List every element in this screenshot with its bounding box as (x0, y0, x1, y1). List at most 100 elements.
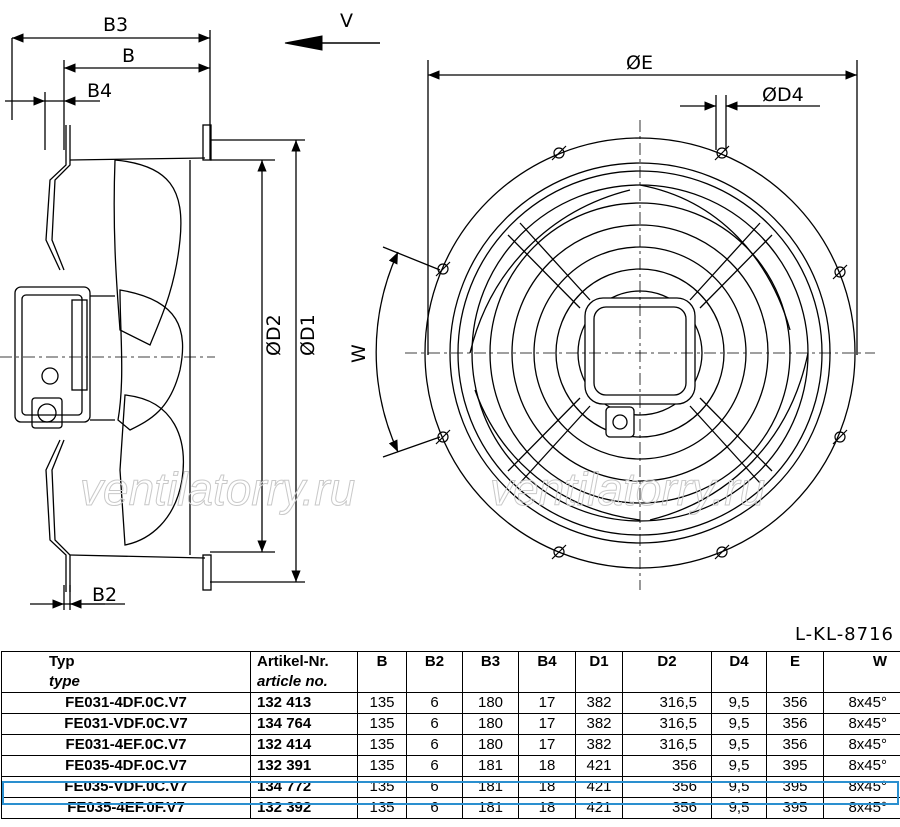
cell-b2: 6 (406, 692, 463, 714)
table-subheader-row: type article no. (1, 672, 900, 693)
col-header-d2: D2 (622, 651, 712, 672)
cell-b3: 180 (462, 734, 519, 756)
col-header-w: W (823, 651, 900, 672)
cell-w: 8x45° (823, 713, 900, 735)
cell-article-no: 132 391 (250, 755, 358, 777)
col-header-b4: B4 (518, 651, 576, 672)
cell-d2: 356 (622, 755, 712, 777)
cell-d1: 382 (575, 692, 623, 714)
cell-e: 356 (766, 692, 824, 714)
cell-type: FE035-4EF.0F.V7 (1, 797, 251, 819)
cell-d4: 9,5 (711, 734, 767, 756)
cell-b: 135 (357, 776, 407, 798)
cell-w: 8x45° (823, 692, 900, 714)
cell-article-no: 132 414 (250, 734, 358, 756)
col-header-type: Typ (1, 651, 251, 672)
drawing-code: L-KL-8716 (794, 624, 894, 645)
cell-b3: 181 (462, 755, 519, 777)
side-view (0, 30, 305, 610)
watermark-right: ventilatorry.ru (490, 463, 765, 515)
dim-b-label: B (122, 45, 135, 67)
dim-b3-label: B3 (103, 14, 128, 36)
cell-b2: 6 (406, 755, 463, 777)
cell-d4: 9,5 (711, 776, 767, 798)
cell-b: 135 (357, 797, 407, 819)
cell-b2: 6 (406, 713, 463, 735)
col-header-d1: D1 (575, 651, 623, 672)
cell-article-no: 132 413 (250, 692, 358, 714)
cell-d4: 9,5 (711, 755, 767, 777)
dim-e-label: ØE (626, 52, 653, 74)
front-view (375, 60, 875, 590)
cell-d1: 382 (575, 713, 623, 735)
cell-d2: 316,5 (622, 713, 712, 735)
cell-w: 8x45° (823, 755, 900, 777)
cell-b4: 18 (518, 755, 576, 777)
cell-e: 395 (766, 797, 824, 819)
col-header-d4: D4 (711, 651, 767, 672)
cell-d2: 356 (622, 797, 712, 819)
cell-w: 8x45° (823, 776, 900, 798)
cell-e: 356 (766, 734, 824, 756)
cell-type: FE031-4EF.0C.V7 (1, 734, 251, 756)
cell-d4: 9,5 (711, 713, 767, 735)
view-arrow (284, 35, 380, 51)
cell-article-no: 134 772 (250, 776, 358, 798)
col-header-b2: B2 (406, 651, 463, 672)
cell-b: 135 (357, 734, 407, 756)
cell-d2: 316,5 (622, 692, 712, 714)
col-header-b3: B3 (462, 651, 519, 672)
dim-d4-label: ØD4 (762, 84, 804, 106)
cell-article-no: 134 764 (250, 713, 358, 735)
col-subheader-type: type (1, 672, 251, 693)
cell-b3: 181 (462, 776, 519, 798)
specs-table: Typ Artikel-Nr. B B2 B3 B4 D1 D2 D4 E W … (1, 651, 900, 819)
cell-w: 8x45° (823, 797, 900, 819)
cell-d1: 421 (575, 776, 623, 798)
cell-b4: 17 (518, 734, 576, 756)
cell-b: 135 (357, 692, 407, 714)
cell-b2: 6 (406, 797, 463, 819)
cell-d2: 356 (622, 776, 712, 798)
cell-e: 356 (766, 713, 824, 735)
cell-d1: 421 (575, 797, 623, 819)
dim-b2-label: B2 (92, 584, 117, 606)
technical-drawing: B3 B B4 B2 ØD2 ØD1 V (0, 10, 875, 610)
view-arrow-label: V (340, 10, 353, 32)
col-subheader-article: article no. (250, 672, 358, 693)
cell-d4: 9,5 (711, 797, 767, 819)
watermark-left: ventilatorry.ru (80, 463, 355, 515)
cell-type: FE031-VDF.0C.V7 (1, 713, 251, 735)
table-header-row: Typ Artikel-Nr. B B2 B3 B4 D1 D2 D4 E W (1, 651, 900, 672)
cell-d1: 421 (575, 755, 623, 777)
dim-d2-label: ØD2 (263, 314, 285, 356)
cell-b2: 6 (406, 776, 463, 798)
col-header-b: B (357, 651, 407, 672)
cell-e: 395 (766, 776, 824, 798)
cell-b4: 17 (518, 713, 576, 735)
cell-b3: 180 (462, 692, 519, 714)
cell-d4: 9,5 (711, 692, 767, 714)
cell-article-no: 132 392 (250, 797, 358, 819)
cell-b3: 181 (462, 797, 519, 819)
cell-type: FE031-4DF.0C.V7 (1, 692, 251, 714)
cell-d2: 316,5 (622, 734, 712, 756)
col-header-e: E (766, 651, 824, 672)
cell-b4: 17 (518, 692, 576, 714)
cell-b3: 180 (462, 713, 519, 735)
cell-b2: 6 (406, 734, 463, 756)
cell-e: 395 (766, 755, 824, 777)
dim-d1-label: ØD1 (297, 314, 319, 356)
cell-b: 135 (357, 713, 407, 735)
dim-w-label: W (348, 344, 370, 363)
cell-b4: 18 (518, 776, 576, 798)
dim-b4-label: B4 (87, 80, 112, 102)
cell-type: FE035-VDF.0C.V7 (1, 776, 251, 798)
cell-b4: 18 (518, 797, 576, 819)
cell-w: 8x45° (823, 734, 900, 756)
